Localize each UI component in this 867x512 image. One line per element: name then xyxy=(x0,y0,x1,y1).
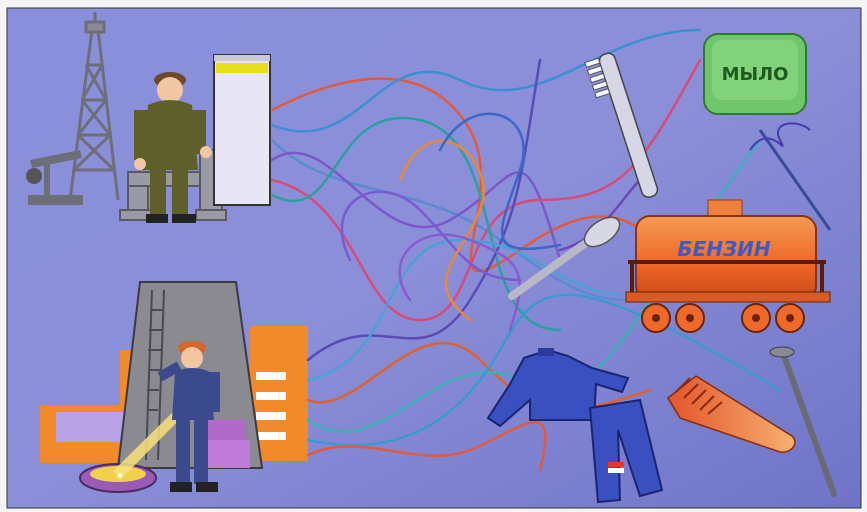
svg-text:✶: ✶ xyxy=(115,469,125,483)
tank-label: БЕНЗИН xyxy=(677,237,771,261)
soap: МЫЛО xyxy=(704,34,806,114)
soap-label: МЫЛО xyxy=(722,64,789,85)
oil-storage-tank xyxy=(214,55,270,205)
